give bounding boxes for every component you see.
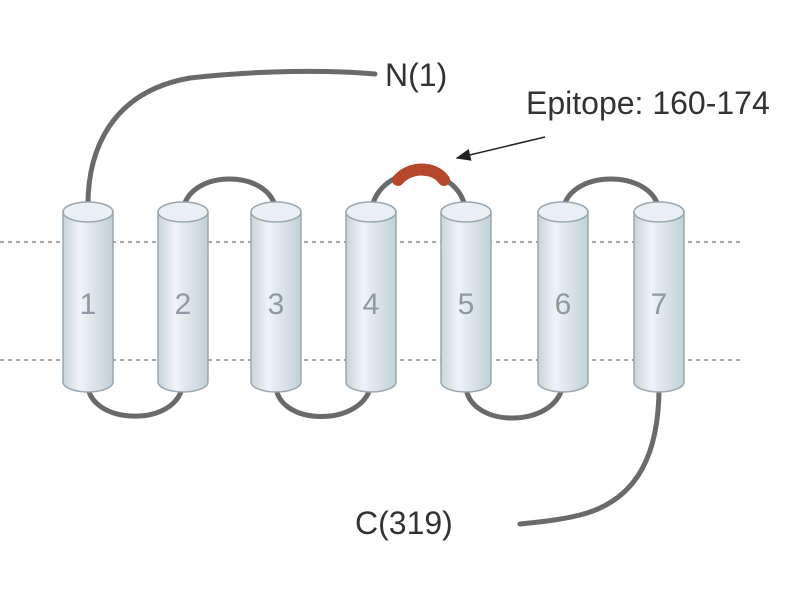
helix-number: 2	[175, 288, 192, 321]
helix-top-cap	[62, 201, 114, 223]
helix-number: 1	[80, 288, 97, 321]
extracellular-loop-3	[560, 176, 662, 215]
helix-top-cap	[633, 201, 685, 223]
helix-5: 5	[440, 201, 492, 393]
helix-top-cap	[537, 201, 589, 223]
helix-4: 4	[345, 201, 397, 393]
n-terminal-tail	[85, 68, 378, 215]
helix-top-cap	[250, 201, 302, 223]
helix-number: 5	[458, 288, 475, 321]
helix-2: 2	[157, 201, 209, 393]
intracellular-loop-2	[273, 379, 374, 419]
helix-body	[157, 211, 209, 393]
loops	[85, 68, 662, 527]
epitope-arrow	[455, 136, 546, 161]
helix-1: 1	[62, 201, 114, 393]
helix-body	[537, 211, 589, 393]
intracellular-loop-1	[85, 379, 186, 419]
helix-body	[62, 211, 114, 393]
n-terminus-label: N(1)	[385, 57, 447, 93]
c-terminal-tail	[517, 379, 662, 527]
helix-body	[440, 211, 492, 393]
helix-body	[250, 211, 302, 393]
helix-number: 6	[555, 288, 572, 321]
helix-number: 7	[651, 288, 668, 321]
helix-number: 4	[363, 288, 380, 321]
helix-body	[633, 211, 685, 393]
helix-number: 3	[268, 288, 285, 321]
extracellular-loop-1	[180, 176, 279, 215]
helix-3: 3	[250, 201, 302, 393]
helix-7: 7	[633, 201, 685, 393]
c-terminus-label: C(319)	[355, 505, 453, 541]
helix-6: 6	[537, 201, 589, 393]
helix-top-cap	[157, 201, 209, 223]
transmembrane-helices: 1 2 3 4 5 6 7	[62, 201, 685, 393]
epitope-label: Epitope: 160-174	[526, 85, 770, 121]
helix-top-cap	[345, 201, 397, 223]
epitope-marker	[392, 163, 450, 186]
helix-body	[345, 211, 397, 393]
helix-top-cap	[440, 201, 492, 223]
intracellular-loop-3	[463, 379, 566, 421]
